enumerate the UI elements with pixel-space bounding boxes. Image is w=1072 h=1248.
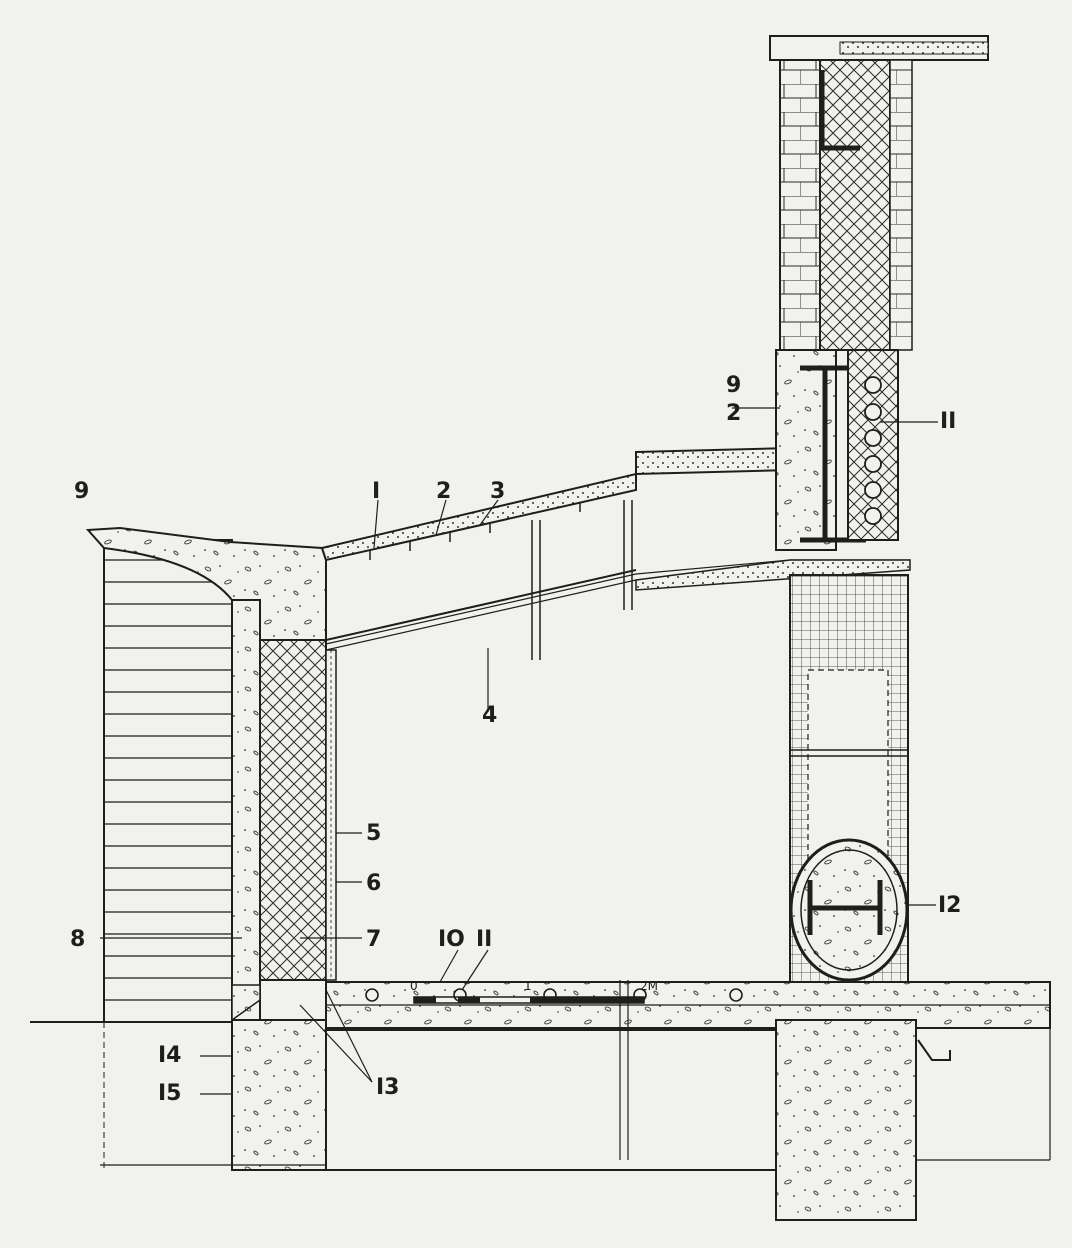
exterior-siding — [103, 539, 233, 1023]
callout-10: IO — [438, 927, 465, 952]
callout-12: I2 — [938, 893, 962, 918]
callout-11-wall: II — [940, 409, 956, 434]
callout-3: 3 — [490, 479, 505, 504]
callout-2: 2 — [436, 479, 451, 504]
soffit — [635, 559, 911, 591]
concrete-wall — [231, 599, 261, 1021]
roof-assembly — [320, 446, 911, 660]
callout-6: 6 — [366, 871, 381, 896]
break-marks — [531, 500, 633, 660]
callout-8: 8 — [70, 927, 85, 952]
right-tower — [769, 35, 989, 986]
callout-7: 7 — [366, 927, 381, 952]
roof-membrane — [320, 472, 637, 562]
callout-11-floor: II — [476, 927, 492, 952]
left-footing — [231, 1019, 327, 1171]
callout-9-left: 9 — [74, 479, 89, 504]
siding-boards — [104, 559, 232, 1001]
leader-lines — [100, 407, 938, 1095]
callout-labels: 9 I 2 3 4 5 6 7 8 IO II 9 2 II I2 I3 I4 … — [70, 373, 962, 1106]
tower-insulation — [819, 59, 891, 351]
scale-label-2m: 2M — [640, 979, 658, 993]
callout-13: I3 — [376, 1075, 400, 1100]
scale-label-0: 0 — [410, 979, 418, 993]
left-wall — [85, 526, 337, 1023]
scale-bar: 0 1 2M — [410, 979, 658, 1004]
callout-14: I4 — [158, 1043, 182, 1068]
right-footing — [775, 1019, 917, 1221]
scale-label-1: 1 — [524, 979, 532, 993]
callout-4: 4 — [482, 703, 497, 728]
callout-9-right: 9 — [726, 373, 741, 398]
steel-angle — [819, 70, 860, 151]
brick-wall — [779, 59, 821, 351]
column-steel — [807, 880, 883, 935]
callout-15: I5 — [158, 1081, 182, 1106]
heating-pipes — [864, 376, 882, 525]
callout-5: 5 — [366, 821, 381, 846]
floor-foundation — [30, 980, 1051, 1221]
wall-insulation — [259, 639, 327, 981]
callout-2-right: 2 — [726, 401, 741, 426]
roof-ribs — [369, 502, 581, 560]
callout-1: I — [372, 479, 380, 504]
